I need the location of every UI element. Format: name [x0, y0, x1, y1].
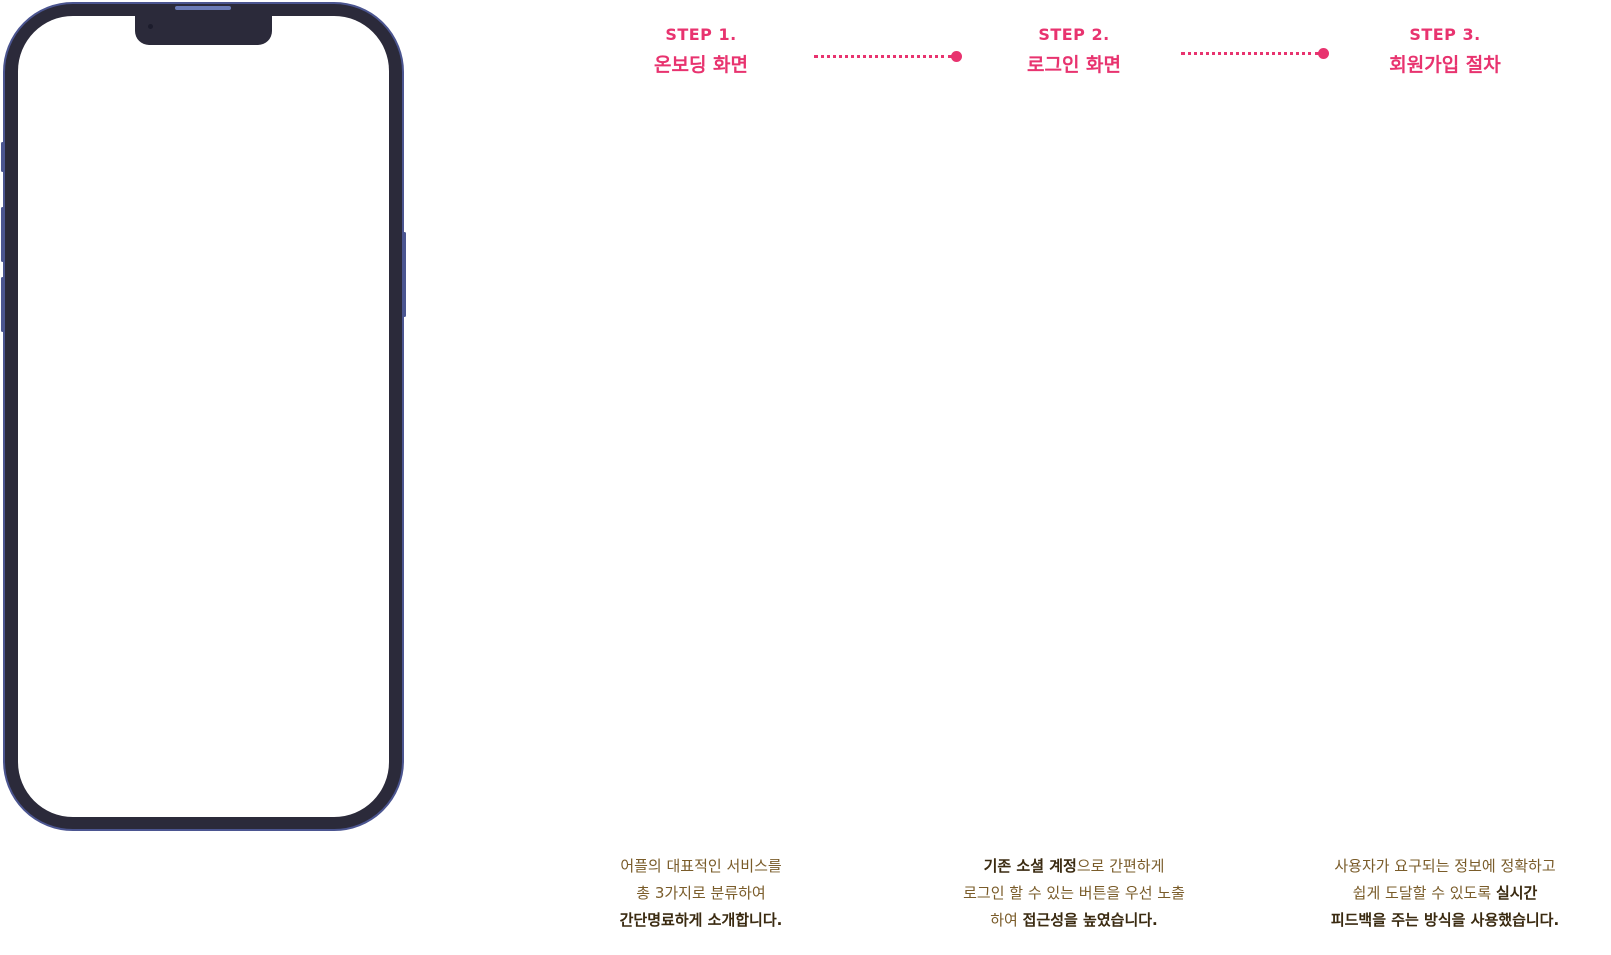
- phone-power-button: [403, 232, 406, 317]
- step-3-description: 사용자가 요구되는 정보에 정확하고 쉽게 도달할 수 있도록 실시간 피드백을…: [1295, 853, 1595, 934]
- description-line: 간단명료하게 소개합니다.: [551, 907, 851, 934]
- step-connector-2: [1181, 47, 1329, 59]
- step-3-title: 회원가입 절차: [1389, 54, 1501, 76]
- description-emphasis: 간단명료하게 소개합니다.: [619, 911, 783, 929]
- description-emphasis: 실시간: [1495, 884, 1538, 902]
- step-2-label: STEP 2.: [1038, 25, 1110, 44]
- step-3-label: STEP 3.: [1409, 25, 1481, 44]
- step-2: STEP 2. 로그인 화면: [944, 24, 1204, 79]
- step-2-description: 기존 소셜 계정으로 간편하게 로그인 할 수 있는 버튼을 우선 노출 하여 …: [924, 853, 1224, 934]
- phone-camera: [148, 24, 153, 29]
- phone-volume-up-button: [1, 207, 4, 262]
- step-3: STEP 3. 회원가입 절차: [1315, 24, 1575, 79]
- step-1-description: 어플의 대표적인 서비스를 총 3가지로 분류하여 간단명료하게 소개합니다.: [551, 853, 851, 934]
- step-1-label: STEP 1.: [665, 25, 737, 44]
- description-emphasis: 피드백을 주는 방식을 사용했습니다.: [1330, 911, 1560, 929]
- phone-volume-down-button: [1, 277, 4, 332]
- description-text: 하여: [990, 911, 1023, 929]
- description-emphasis: 접근성을 높였습니다.: [1022, 911, 1158, 929]
- phone-notch: [135, 14, 272, 45]
- description-line: 총 3가지로 분류하여: [636, 884, 766, 902]
- step-connector-1: [814, 50, 962, 62]
- description-line: 로그인 할 수 있는 버튼을 우선 노출: [963, 884, 1185, 902]
- dotted-line: [1181, 52, 1319, 55]
- dotted-line: [814, 55, 952, 58]
- description-text: 으로 간편하게: [1076, 857, 1165, 875]
- connector-dot: [1318, 48, 1329, 59]
- description-line: 사용자가 요구되는 정보에 정확하고: [1334, 857, 1556, 875]
- description-line: 어플의 대표적인 서비스를: [620, 857, 782, 875]
- step-2-title: 로그인 화면: [1026, 54, 1121, 76]
- phone-speaker: [175, 6, 231, 10]
- step-1-title: 온보딩 화면: [653, 54, 748, 76]
- description-emphasis: 기존 소셜 계정: [983, 857, 1077, 875]
- description-line: 쉽게 도달할 수 있도록 실시간: [1295, 880, 1595, 907]
- connector-dot: [951, 51, 962, 62]
- step-1: STEP 1. 온보딩 화면: [571, 24, 831, 79]
- description-line: 피드백을 주는 방식을 사용했습니다.: [1295, 907, 1595, 934]
- phone-screen: [18, 16, 389, 817]
- description-line: 기존 소셜 계정으로 간편하게: [924, 853, 1224, 880]
- description-text: 쉽게 도달할 수 있도록: [1352, 884, 1496, 902]
- phone-mute-switch: [1, 142, 4, 172]
- description-line: 하여 접근성을 높였습니다.: [924, 907, 1224, 934]
- phone-mockup: [1, 2, 406, 831]
